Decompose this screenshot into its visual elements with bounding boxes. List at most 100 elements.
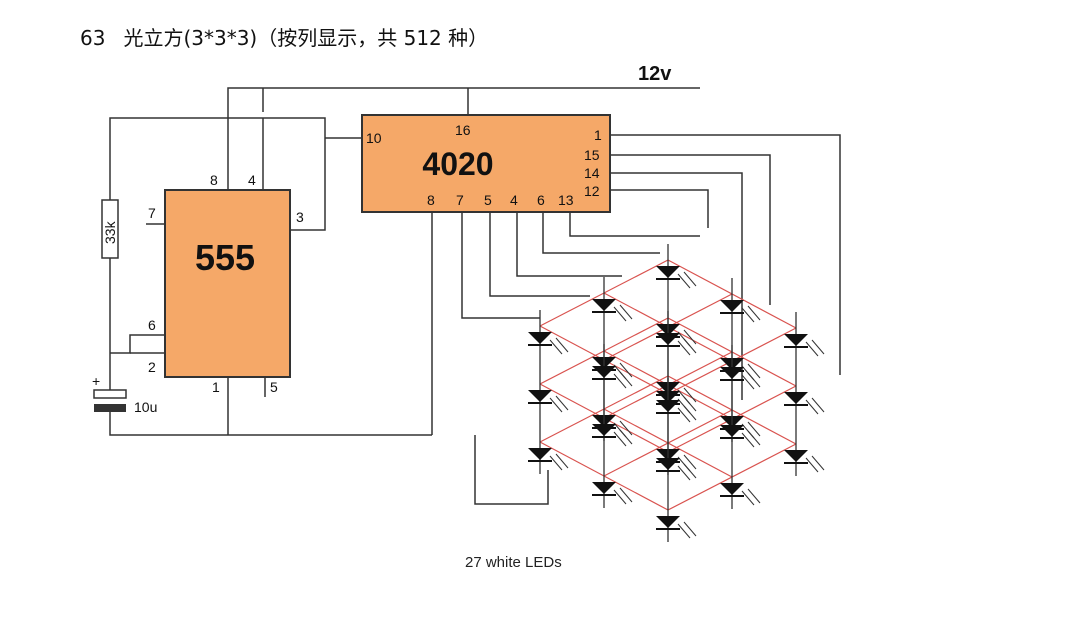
led-ray: [805, 457, 819, 473]
led-icon: [720, 483, 744, 495]
led-icon: [720, 425, 744, 437]
led-ray: [677, 407, 691, 423]
led-ray: [549, 339, 563, 355]
led-ray: [811, 339, 825, 355]
ic-4020-pin-12: 12: [584, 183, 600, 199]
led-icon: [656, 516, 680, 528]
ic-555-pin-4: 4: [248, 172, 256, 188]
led-ray: [555, 337, 569, 353]
led-ray: [549, 455, 563, 471]
led-ray: [747, 363, 761, 379]
led-ray: [619, 429, 633, 445]
ic-4020-pin-1: 1: [594, 127, 602, 143]
led-ray: [555, 453, 569, 469]
ic-555-pin-3: 3: [296, 209, 304, 225]
led-icon: [592, 482, 616, 494]
ic-4020-pin-14: 14: [584, 165, 600, 181]
led-ray: [683, 271, 697, 287]
led-icon: [656, 266, 680, 278]
led-icon: [720, 300, 744, 312]
led-ray: [683, 405, 697, 421]
led-ray: [811, 397, 825, 413]
ic-4020-pin-8: 8: [427, 192, 435, 208]
led-caption: 27 white LEDs: [465, 554, 562, 571]
ic-4020-pin-4: 4: [510, 192, 518, 208]
resistor-33k: [101, 199, 119, 259]
figure-title: 光立方(3*3*3)（按列显示，共 512 种）: [123, 26, 489, 50]
figure-number: 63: [80, 26, 106, 50]
ic-4020-pin-7: 7: [456, 192, 464, 208]
led-icon: [784, 334, 808, 346]
ic-4020-pin-5: 5: [484, 192, 492, 208]
led-ray: [683, 329, 697, 345]
led-ray: [613, 373, 627, 389]
ic-4020-pin-13: 13: [558, 192, 574, 208]
led-icon: [784, 392, 808, 404]
ic-555-label: 555: [195, 237, 255, 278]
led-ray: [549, 397, 563, 413]
ic-555-pin-8: 8: [210, 172, 218, 188]
led-ray: [683, 521, 697, 537]
ic-555-pin-6: 6: [148, 317, 156, 333]
wires: [109, 87, 841, 505]
ic-4020-pin-15: 15: [584, 147, 600, 163]
led-ray: [677, 465, 691, 481]
led-ray: [619, 420, 633, 436]
led-ray: [619, 362, 633, 378]
capacitor-10u: [93, 389, 127, 412]
ic-4020-pin-10: 10: [366, 130, 382, 146]
led-ray: [619, 487, 633, 503]
led-ray: [805, 399, 819, 415]
capacitor-label: 10u: [134, 399, 157, 415]
led-ray: [741, 307, 755, 323]
led-ray: [741, 374, 755, 390]
ic-4020-pin-16: 16: [455, 122, 471, 138]
led-ray: [683, 463, 697, 479]
ic-555-pin-7: 7: [148, 205, 156, 221]
led-ray: [619, 371, 633, 387]
led-ray: [741, 432, 755, 448]
ic-4020-label: 4020: [422, 146, 493, 182]
led-icon: [656, 333, 680, 345]
led-ray: [555, 395, 569, 411]
led-ray: [683, 396, 697, 412]
ic-555-pin-1: 1: [212, 379, 220, 395]
led-ray: [811, 455, 825, 471]
led-ray: [677, 273, 691, 289]
led-icon: [656, 400, 680, 412]
supply-label: 12v: [638, 63, 672, 85]
resistor-label: 33k: [102, 220, 118, 244]
led-ray: [683, 338, 697, 354]
capacitor-polarity: +: [92, 373, 100, 389]
ic-4020-body: [361, 114, 611, 213]
led-icon: [592, 299, 616, 311]
led-ray: [747, 488, 761, 504]
led-icon: [784, 450, 808, 462]
led-cube: [528, 244, 825, 542]
led-ray: [747, 305, 761, 321]
led-ray: [747, 430, 761, 446]
led-icon: [592, 424, 616, 436]
led-ray: [619, 304, 633, 320]
led-icon: [720, 367, 744, 379]
ic-4020-pin-6: 6: [537, 192, 545, 208]
led-ray: [741, 490, 755, 506]
led-ray: [747, 421, 761, 437]
led-ray: [805, 341, 819, 357]
led-icon: [656, 458, 680, 470]
led-ray: [677, 523, 691, 539]
led-icon: [528, 332, 552, 344]
led-icon: [528, 390, 552, 402]
led-ray: [677, 340, 691, 356]
led-ray: [613, 306, 627, 322]
ic-555-pin-2: 2: [148, 359, 156, 375]
page-title: 63 光立方(3*3*3)（按列显示，共 512 种）: [80, 22, 488, 51]
led-ray: [747, 372, 761, 388]
led-ray: [613, 489, 627, 505]
ic-555-pin-5: 5: [270, 379, 278, 395]
led-icon: [592, 366, 616, 378]
ic-555-body: [164, 189, 291, 378]
led-icon: [528, 448, 552, 460]
led-ray: [613, 431, 627, 447]
